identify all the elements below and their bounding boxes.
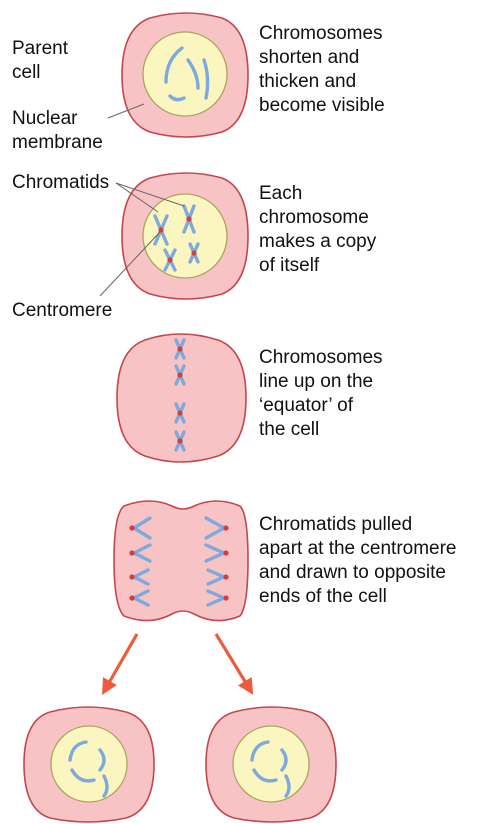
nucleus <box>51 726 127 802</box>
step-3-description: Chromosomes line up on the ‘equator’ of … <box>259 346 383 442</box>
step-2-description: Each chromosome makes a copy of itself <box>259 182 376 278</box>
centromere-label: Centromere <box>12 299 112 323</box>
step-1-description: Chromosomes shorten and thicken and beco… <box>259 22 385 118</box>
nucleus <box>143 32 227 116</box>
arrow-down-right <box>216 634 249 688</box>
nucleus <box>233 726 309 802</box>
stage-1-parent-cell <box>122 13 248 137</box>
parent-cell-label: Parent cell <box>12 37 68 85</box>
stage-3-chromosomes-at-equator <box>117 334 246 462</box>
nuclear-membrane-label: Nuclear membrane <box>12 107 103 155</box>
step-4-description: Chromatids pulled apart at the centromer… <box>259 513 457 609</box>
chromatids-label: Chromatids <box>12 171 109 195</box>
cell-membrane <box>114 501 248 621</box>
stage-4-chromatids-separating <box>114 501 248 621</box>
daughter-cell-right <box>206 707 336 822</box>
arrow-down-left <box>106 634 137 688</box>
daughter-cell-left <box>24 707 154 822</box>
